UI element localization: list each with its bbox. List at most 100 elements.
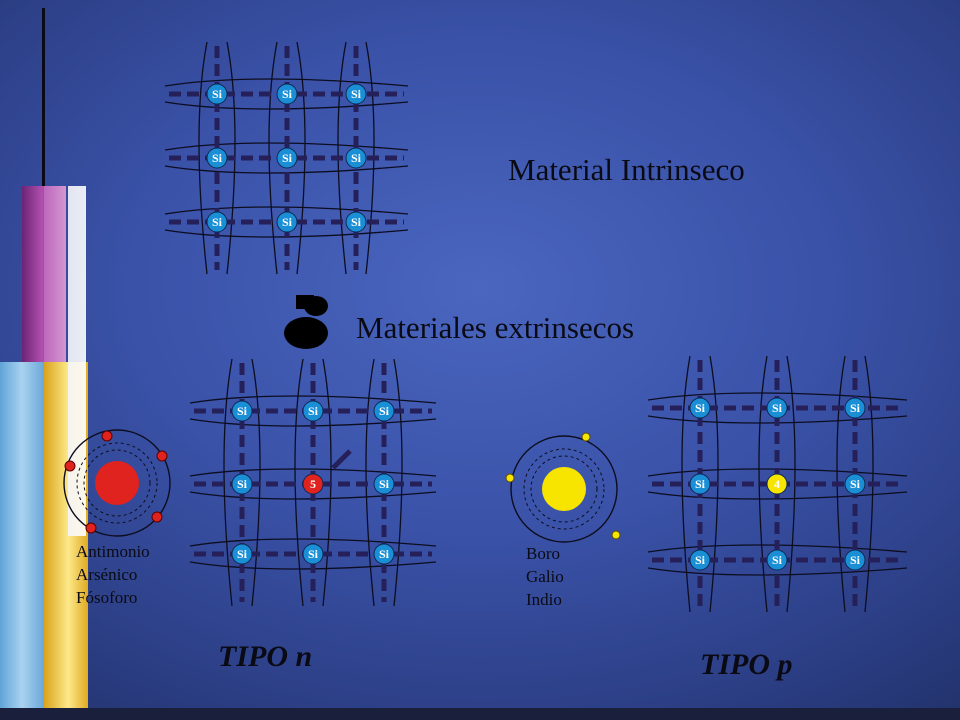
tipo-p-orbital-curve [647, 468, 908, 477]
tipo-n-silicon-atom [231, 543, 253, 565]
intrinsic-orbital-curve [226, 41, 236, 275]
tipo-n-label: TIPO n [218, 640, 313, 673]
donor-valence-electron [64, 460, 76, 472]
acceptor-valence-electron [581, 432, 591, 442]
intrinsic-orbital-curve [198, 41, 208, 275]
tipo-p-silicon-atom-label: Si [850, 477, 861, 491]
acceptor-orbit-dashed [530, 455, 598, 523]
tipo-n-orbital-curve [189, 395, 437, 404]
donor-element-antimonio: Antimonio [76, 542, 150, 561]
intrinsic-orbital-curve [164, 142, 409, 151]
tipo-p-orbital-curve [836, 355, 846, 613]
donor-orbit-dashed [83, 449, 151, 517]
tipo-n-orbital-curve [322, 358, 332, 607]
acceptor-element-indio: Indio [526, 590, 562, 609]
tipo-p-orbital-curve [681, 355, 691, 613]
intrinsic-orbital-curve [164, 206, 409, 215]
tipo-n-silicon-atom-label: Si [379, 477, 390, 491]
decor-bar-blue [0, 362, 44, 720]
tipo-p-silicon-atom [689, 549, 711, 571]
tipo-n-silicon-atom-label: Si [308, 547, 319, 561]
tipo-p-silicon-atom [689, 473, 711, 495]
tipo-n-silicon-atom [373, 543, 395, 565]
intrinsic-material-label: Material Intrinseco [508, 152, 745, 187]
tipo-p-silicon-atom [844, 473, 866, 495]
tipo-n-silicon-atom-label: Si [308, 404, 319, 418]
intrinsic-silicon-atom [206, 147, 228, 169]
tipo-p-orbital-curve [647, 544, 908, 553]
tipo-n-orbital-curve [189, 468, 437, 477]
intrinsic-orbital-curve [164, 101, 409, 110]
donor-valence-electron [85, 522, 97, 534]
tipo-n-orbital-curve [189, 418, 437, 427]
tipo-n-orbital-curve [189, 538, 437, 547]
tipo-p-orbital-curve [758, 355, 768, 613]
tipo-n-silicon-atom-label: Si [379, 404, 390, 418]
tipo-p-silicon-atom-label: Si [695, 477, 706, 491]
donor-valence-electron [156, 450, 168, 462]
tipo-p-silicon-atom-label: Si [850, 553, 861, 567]
intrinsic-orbital-curve [164, 229, 409, 238]
donor-valence-electron [101, 430, 113, 442]
tipo-p-silicon-atom-label: Si [850, 401, 861, 415]
intrinsic-silicon-atom-label: Si [351, 151, 362, 165]
intrinsic-silicon-atom-label: Si [351, 215, 362, 229]
intrinsic-silicon-atom-label: Si [212, 87, 223, 101]
intrinsic-silicon-atom-label: Si [351, 87, 362, 101]
tipo-n-orbital-curve [365, 358, 375, 607]
tipo-n-silicon-atom [231, 400, 253, 422]
tipo-n-donor-atom [302, 473, 324, 495]
tipo-n-orbital-curve [223, 358, 233, 607]
tipo-p-silicon-atom [766, 549, 788, 571]
donor-element-list: Antimonio Arsénico Fósoforo [76, 540, 150, 609]
donor-valence-electron [151, 511, 163, 523]
tipo-p-silicon-atom-label: Si [695, 401, 706, 415]
glyph-b-top [304, 296, 328, 316]
tipo-p-orbital-curve [647, 491, 908, 500]
intrinsic-silicon-atom [345, 83, 367, 105]
tipo-n-silicon-atom [302, 543, 324, 565]
tipo-n-silicon-atom-label: Si [237, 547, 248, 561]
donor-orbit-dashed [76, 442, 158, 524]
intrinsic-orbital-curve [164, 78, 409, 87]
acceptor-valence-electron [611, 530, 621, 540]
tipo-p-orbital-curve [647, 392, 908, 401]
intrinsic-silicon-atom-label: Si [212, 151, 223, 165]
tipo-p-silicon-atom-label: Si [772, 553, 783, 567]
intrinsic-silicon-atom-label: Si [212, 215, 223, 229]
intrinsic-orbital-curve [164, 165, 409, 174]
donor-element-fosoforo: Fósoforo [76, 588, 138, 607]
intrinsic-silicon-atom [206, 211, 228, 233]
tipo-n-silicon-atom [302, 400, 324, 422]
tipo-p-label: TIPO p [700, 648, 793, 681]
tipo-p-orbital-curve [647, 415, 908, 424]
tipo-n-orbital-curve [393, 358, 403, 607]
tipo-n-silicon-atom-label: Si [237, 404, 248, 418]
tipo-p-silicon-atom [844, 549, 866, 571]
intrinsic-silicon-atom-label: Si [282, 87, 293, 101]
tipo-p-silicon-atom-label: Si [772, 401, 783, 415]
intrinsic-orbital-curve [365, 41, 375, 275]
intrinsic-silicon-atom [206, 83, 228, 105]
intrinsic-silicon-atom [345, 147, 367, 169]
tipo-n-orbital-curve [189, 491, 437, 500]
intrinsic-orbital-curve [296, 41, 306, 275]
intrinsic-silicon-atom [276, 147, 298, 169]
acceptor-element-galio: Galio [526, 567, 564, 586]
tipo-n-silicon-atom-label: Si [237, 477, 248, 491]
tipo-p-silicon-atom [766, 397, 788, 419]
tipo-p-silicon-atom [689, 397, 711, 419]
donor-outer-orbit [63, 429, 171, 537]
tipo-n-orbital-curve [189, 561, 437, 570]
tipo-n-silicon-atom [373, 400, 395, 422]
tipo-n-orbital-curve [251, 358, 261, 607]
tipo-p-orbital-curve [709, 355, 719, 613]
tipo-n-silicon-atom [231, 473, 253, 495]
tipo-p-acceptor-atom-label: 4 [774, 477, 780, 491]
intrinsic-silicon-atom-label: Si [282, 151, 293, 165]
extrinsic-materials-label: Materiales extrinsecos [356, 310, 635, 345]
tipo-n-silicon-atom [373, 473, 395, 495]
free-electron-mark [331, 449, 352, 470]
donor-nucleus [95, 461, 139, 505]
